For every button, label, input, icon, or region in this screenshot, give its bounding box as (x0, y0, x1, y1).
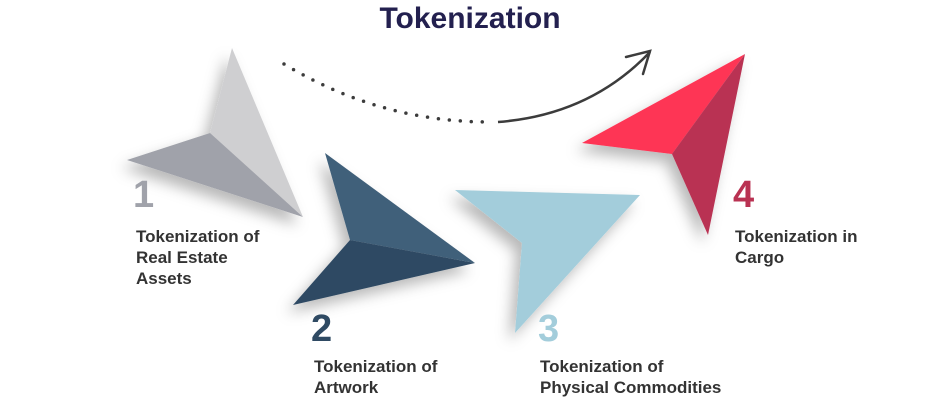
arrow-1-top-face (210, 48, 303, 217)
step-1-label: Tokenization of Real Estate Assets (136, 227, 260, 288)
arrow-2 (293, 153, 475, 305)
step-2-label: Tokenization of Artwork (314, 357, 438, 397)
curved-arrow-head-icon (624, 49, 652, 76)
arrow-2-top-face (325, 153, 475, 263)
dotted-path (282, 62, 492, 124)
curved-arrow-line (497, 51, 651, 124)
arrow-4-top-face (582, 54, 745, 154)
arrow-4-side-face (672, 54, 745, 235)
step-1-number: 1 (133, 174, 155, 216)
arrow-1 (127, 48, 303, 217)
page-title: Tokenization (379, 2, 561, 35)
step-2-number: 2 (311, 308, 333, 350)
arrow-3-face (455, 190, 640, 333)
arrow-4 (582, 54, 745, 235)
step-4-label: Tokenization in Cargo (735, 227, 858, 267)
arrow-3 (455, 190, 640, 333)
step-3-label: Tokenization of Physical Commodities (540, 357, 722, 397)
arrow-1-bottom-face (127, 133, 303, 217)
step-4-number: 4 (733, 174, 755, 216)
step-3-number: 3 (538, 308, 560, 350)
arrow-2-bottom-face (293, 240, 475, 305)
